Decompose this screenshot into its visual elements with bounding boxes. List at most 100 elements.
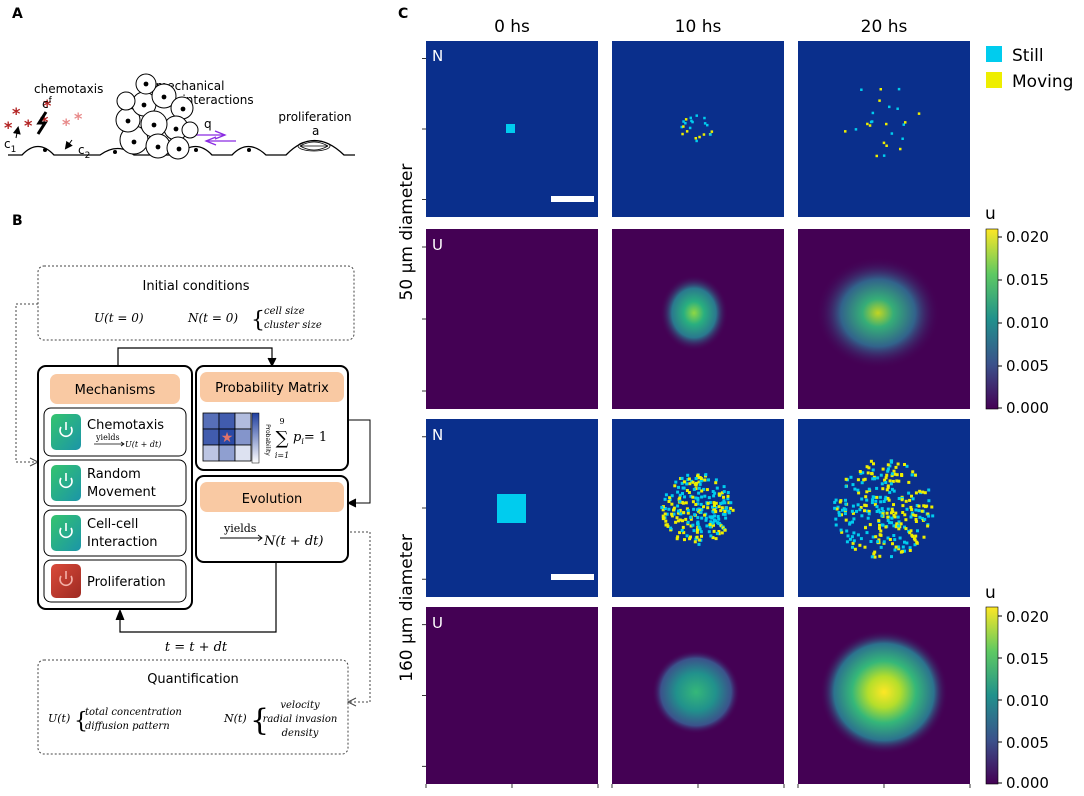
probability-cell (202, 412, 220, 430)
cell-dot (898, 536, 902, 540)
cell-dot (903, 513, 907, 517)
quant-n-item: velocity (280, 700, 320, 711)
lightning-icon (36, 111, 48, 135)
cell-dot (705, 524, 709, 528)
cell-dot (673, 484, 677, 488)
cell-dot (859, 471, 863, 475)
colorbar-ticks: 0.020 0.015 0.010 0.005 0.000 (998, 608, 1049, 792)
cell-dot (687, 491, 691, 494)
c1-label: c1 (4, 137, 16, 155)
panel-b: B Initial conditions U(t = 0) N(t = 0) {… (12, 213, 371, 755)
cell-dot (893, 515, 897, 519)
power-on-icon[interactable] (51, 515, 81, 551)
cell-dot (917, 504, 921, 508)
time-header: 20 hs (861, 17, 908, 37)
cell-dot (703, 494, 707, 498)
cell-dot (875, 495, 879, 499)
mechanism-label: Random (87, 467, 141, 482)
cell-dot (685, 507, 689, 511)
cell-dot (845, 529, 849, 533)
cell-dot (700, 508, 704, 511)
cell-dot (851, 545, 854, 549)
cell-dot (885, 122, 888, 126)
mechanism-proliferation[interactable]: Proliferation (43, 559, 187, 603)
cell-dot (688, 482, 692, 486)
mechanism-chemotaxis[interactable]: Chemotaxis yields U(t + dt) (43, 407, 187, 457)
power-on-icon[interactable] (51, 465, 81, 501)
cell-dot (844, 484, 848, 488)
cell-dot (923, 491, 927, 495)
cell-dot (909, 515, 913, 519)
cell-dot (843, 512, 847, 516)
cell-dot (892, 503, 895, 507)
cell-dot (871, 498, 874, 502)
cell-dot (890, 487, 894, 491)
cell-dot (869, 540, 873, 543)
probability-cell (234, 428, 252, 446)
cell-dot (880, 514, 884, 518)
cell-dot (661, 505, 665, 509)
cell-dot (700, 534, 703, 538)
cell-dot (890, 555, 893, 559)
cell-dot (883, 497, 887, 501)
cell-dot (874, 499, 878, 503)
power-on-icon[interactable] (51, 414, 81, 450)
yields-target: U(t + dt) (125, 440, 161, 449)
sum-lower: i=1 (275, 451, 289, 460)
panel-b-letter: B (12, 213, 23, 229)
cell-dot (683, 538, 686, 542)
initial-conditions-title: Initial conditions (143, 279, 250, 294)
cell-dot (696, 496, 700, 500)
cell-dot (851, 504, 855, 508)
evolution-title: Evolution (242, 492, 303, 507)
cell-dot (882, 154, 886, 157)
cell-dot (661, 508, 665, 512)
row-group-label-50: 50 μm diameter (397, 164, 417, 301)
cell-dot (706, 501, 710, 505)
svg-text:0.000: 0.000 (1006, 774, 1049, 792)
cell-dot (878, 523, 881, 527)
cell-dot (676, 490, 680, 494)
initial-to-mechanisms-arrow (15, 303, 38, 463)
mechanism-cell-cell-interaction[interactable]: Cell-cell Interaction (43, 509, 187, 557)
cell-dot (878, 510, 882, 514)
cell-dot (712, 523, 715, 527)
power-symbol (59, 426, 73, 438)
cell-dot (710, 521, 714, 525)
cell-dot (889, 511, 893, 515)
cell-dot (877, 538, 881, 542)
cell-dot (901, 545, 905, 549)
cell-dot (893, 538, 897, 542)
svg-text:0.000: 0.000 (1006, 399, 1049, 417)
q-label: q (204, 117, 212, 131)
cell-dot (872, 552, 876, 556)
cell-dot (886, 536, 890, 540)
evolution-yields-target: N(t + dt) (263, 534, 323, 549)
cell-dot (916, 529, 919, 533)
cell-dot (914, 473, 917, 477)
cell-dot (903, 540, 906, 544)
cell-dot (688, 537, 692, 541)
cell-dot (875, 505, 879, 509)
power-off-icon[interactable] (51, 564, 81, 598)
cell-dot (911, 513, 915, 517)
legend-moving-swatch (986, 72, 1002, 88)
cell-dot (856, 533, 860, 537)
cell-dot (712, 529, 716, 533)
cell-dot (697, 491, 701, 495)
mechanism-random-movement[interactable]: Random Movement (43, 459, 187, 507)
cell-dot (868, 523, 872, 527)
arrowhead (115, 608, 125, 621)
cell-dot (696, 502, 700, 506)
cell-dot (886, 507, 890, 511)
cell-dot (860, 497, 864, 501)
cell-dot (858, 508, 862, 512)
cell-dot (720, 491, 724, 495)
cell-dot (880, 507, 884, 511)
cell-dot (897, 527, 901, 531)
cell-dot (699, 479, 703, 483)
cell-dot (914, 514, 918, 518)
cell-dot (677, 485, 680, 489)
cell-dot (888, 521, 892, 525)
cell-dot (696, 528, 699, 532)
